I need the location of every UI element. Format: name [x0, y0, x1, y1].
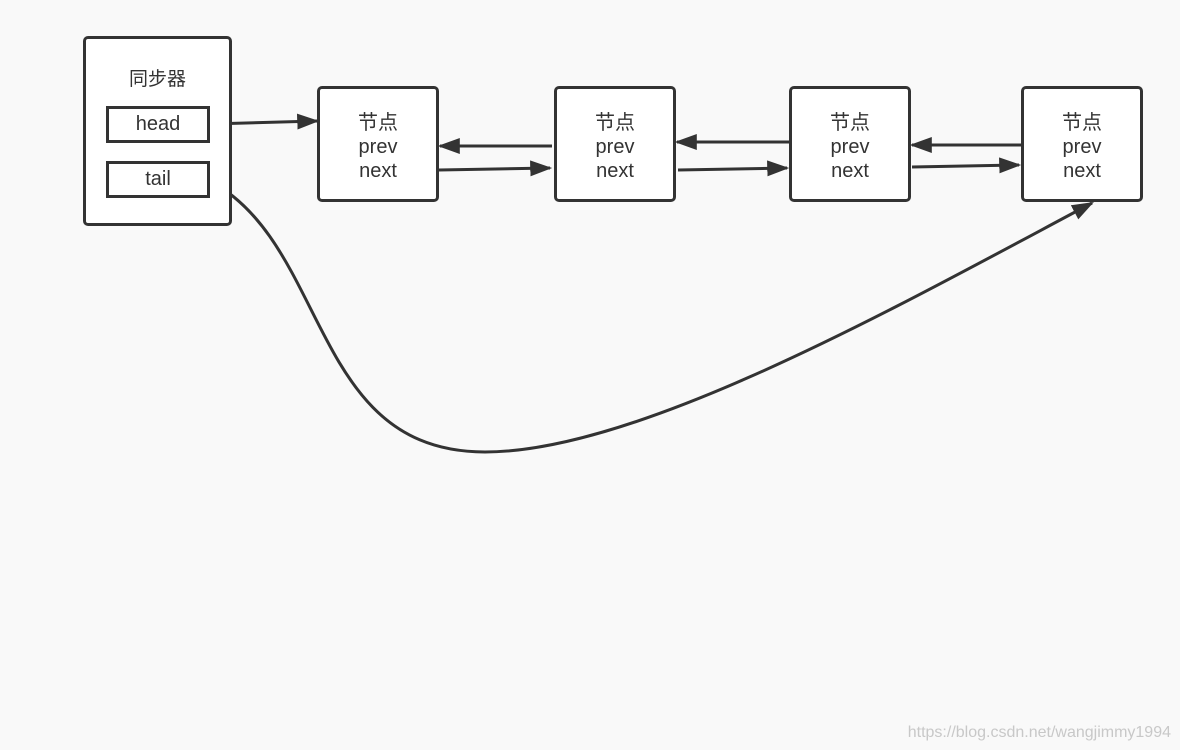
node-prev-field: prev — [830, 136, 870, 158]
node-box-2: 节点 prev next — [554, 86, 676, 202]
node-title: 节点 — [830, 112, 870, 134]
node-box-1: 节点 prev next — [317, 86, 439, 202]
node-prev-field: prev — [358, 136, 398, 158]
node-next-field: next — [831, 160, 869, 182]
tail-to-node-4-arrow — [209, 179, 1094, 454]
synchronizer-box: 同步器 head tail — [83, 36, 232, 226]
node-next-field: next — [1063, 160, 1101, 182]
node-box-4: 节点 prev next — [1021, 86, 1143, 202]
node-box-3: 节点 prev next — [789, 86, 911, 202]
node-title: 节点 — [595, 112, 635, 134]
head-field: head — [106, 106, 210, 143]
synchronizer-title: 同步器 — [128, 69, 186, 90]
node-prev-field: prev — [595, 136, 635, 158]
node-prev-field: prev — [1062, 136, 1102, 158]
node-1-next-arrow — [438, 160, 553, 177]
node-next-field: next — [596, 160, 634, 182]
node-3-next-arrow — [911, 157, 1022, 174]
node-2-next-arrow — [677, 160, 790, 177]
watermark-url: https://blog.csdn.net/wangjimmy1994 — [907, 724, 1171, 741]
node-title: 节点 — [358, 112, 398, 134]
tail-field: tail — [106, 161, 210, 198]
node-title: 节点 — [1062, 112, 1102, 134]
node-next-field: next — [359, 160, 397, 182]
